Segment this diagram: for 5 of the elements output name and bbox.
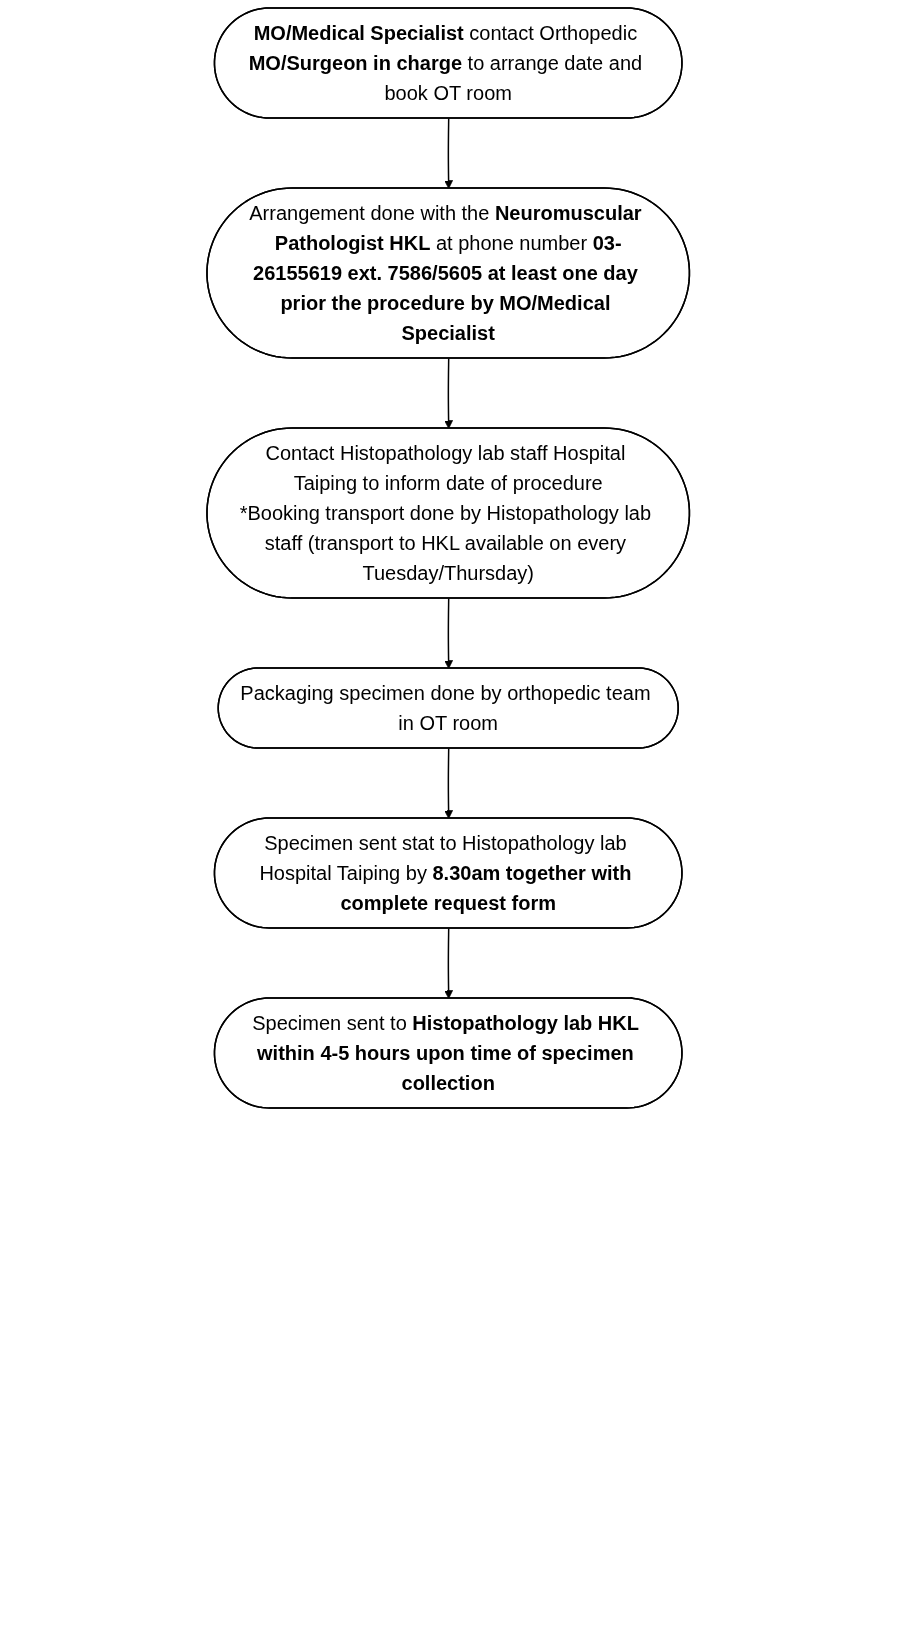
arrow [444, 927, 454, 999]
arrow [444, 597, 454, 669]
arrow [444, 117, 454, 189]
arrow [444, 747, 454, 819]
arrow [444, 357, 454, 429]
